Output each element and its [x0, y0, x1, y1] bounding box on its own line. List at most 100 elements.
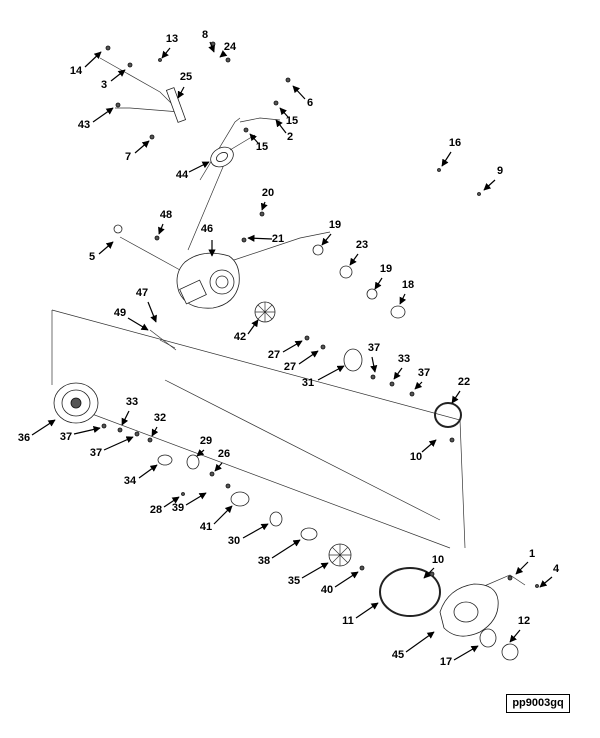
callout-12: 12	[509, 615, 530, 643]
back-plate	[343, 348, 363, 372]
callout-32: 32	[151, 412, 166, 437]
callout-11: 11	[342, 602, 379, 627]
callout-23: 23	[349, 239, 368, 266]
callout-arrow	[349, 253, 359, 266]
callout-33a: 33	[121, 396, 138, 426]
callout-arrow	[84, 51, 102, 68]
callout-arrow	[414, 381, 423, 390]
callout-arrow	[147, 301, 157, 323]
callout-arrow	[453, 645, 479, 661]
callout-1: 1	[515, 548, 535, 575]
callout-arrow	[301, 562, 329, 579]
callout-19b: 19	[374, 263, 392, 290]
callout-number: 47	[136, 287, 148, 299]
callout-number: 41	[200, 521, 212, 533]
callout-16: 16	[441, 137, 461, 167]
callout-number: 10	[410, 451, 422, 463]
callout-arrow	[451, 390, 461, 404]
turbocharger-housing	[176, 252, 240, 309]
callout-arrow	[208, 41, 215, 53]
callout-arrow	[279, 107, 289, 118]
callout-number: 17	[440, 656, 452, 668]
callout-arrow	[421, 439, 437, 453]
callout-arrow	[539, 576, 553, 588]
o-ring	[312, 244, 324, 256]
small-fasteners	[101, 41, 539, 588]
callout-number: 32	[154, 412, 166, 424]
callout-arrow	[163, 496, 180, 508]
callout-number: 36	[18, 432, 30, 444]
fitting	[339, 265, 353, 279]
callout-arrow	[121, 410, 130, 426]
callout-number: 45	[392, 649, 404, 661]
compressor-housing	[53, 382, 99, 424]
turbine-wheel	[328, 543, 352, 567]
callout-arrow	[31, 419, 56, 436]
callout-number: 42	[234, 331, 246, 343]
callout-37b: 37	[90, 436, 134, 459]
callout-number: 44	[176, 169, 189, 181]
callout-number: 25	[180, 71, 192, 83]
callout-number: 14	[70, 65, 83, 77]
callout-arrow	[441, 151, 452, 167]
callout-arrow	[317, 365, 345, 381]
callout-arrow	[158, 223, 165, 235]
callout-number: 23	[356, 239, 368, 251]
callout-arrow	[92, 107, 114, 123]
callout-number: 10	[432, 554, 444, 566]
callout-number: 1	[529, 548, 535, 560]
callout-43: 43	[78, 107, 114, 131]
callout-2: 2	[275, 119, 293, 143]
callout-number: 12	[518, 615, 530, 627]
callout-arrow	[282, 340, 303, 353]
o-ring-2	[366, 288, 378, 300]
callout-29: 29	[196, 435, 212, 457]
gasket	[501, 643, 519, 661]
callout-number: 37	[90, 447, 102, 459]
wastegate-actuator	[210, 134, 256, 168]
seal-ring-2	[479, 628, 497, 648]
callout-19a: 19	[321, 219, 341, 246]
callout-arrow	[188, 161, 210, 173]
callout-number: 31	[302, 377, 314, 389]
callout-number: 9	[497, 165, 503, 177]
callout-48: 48	[158, 209, 172, 235]
callout-26: 26	[214, 448, 230, 472]
callout-47: 47	[136, 287, 157, 323]
callout-arrow	[298, 350, 319, 365]
callout-number: 7	[125, 151, 131, 163]
callout-10a: 10	[410, 439, 437, 463]
callout-30: 30	[228, 523, 269, 547]
callout-arrow	[103, 436, 134, 451]
callout-39: 39	[172, 492, 207, 514]
callout-33b: 33	[393, 353, 410, 380]
callout-number: 20	[262, 187, 274, 199]
callout-21: 21	[247, 233, 284, 245]
callout-arrow	[370, 356, 378, 373]
v-band-clamp	[379, 567, 441, 617]
callout-arrow	[247, 234, 273, 242]
callout-arrow	[134, 140, 150, 154]
callout-arrow	[509, 629, 521, 643]
callout-44: 44	[176, 161, 210, 181]
callout-46: 46	[201, 223, 216, 257]
callout-number: 39	[172, 502, 184, 514]
callout-28: 28	[150, 496, 180, 516]
callout-41: 41	[200, 505, 233, 533]
part-shapes	[53, 41, 539, 661]
callout-arrow	[271, 539, 301, 559]
callout-49: 49	[114, 307, 149, 331]
callout-number: 11	[342, 615, 354, 627]
callout-45: 45	[392, 631, 435, 661]
callout-10b: 10	[423, 554, 444, 579]
callout-35: 35	[288, 562, 329, 587]
callout-37d: 37	[414, 367, 430, 390]
callout-36: 36	[18, 419, 56, 444]
callout-number: 28	[150, 504, 162, 516]
callout-18: 18	[399, 279, 414, 305]
callout-number: 3	[101, 79, 107, 91]
callout-3: 3	[101, 69, 126, 91]
callout-arrow	[423, 567, 435, 579]
